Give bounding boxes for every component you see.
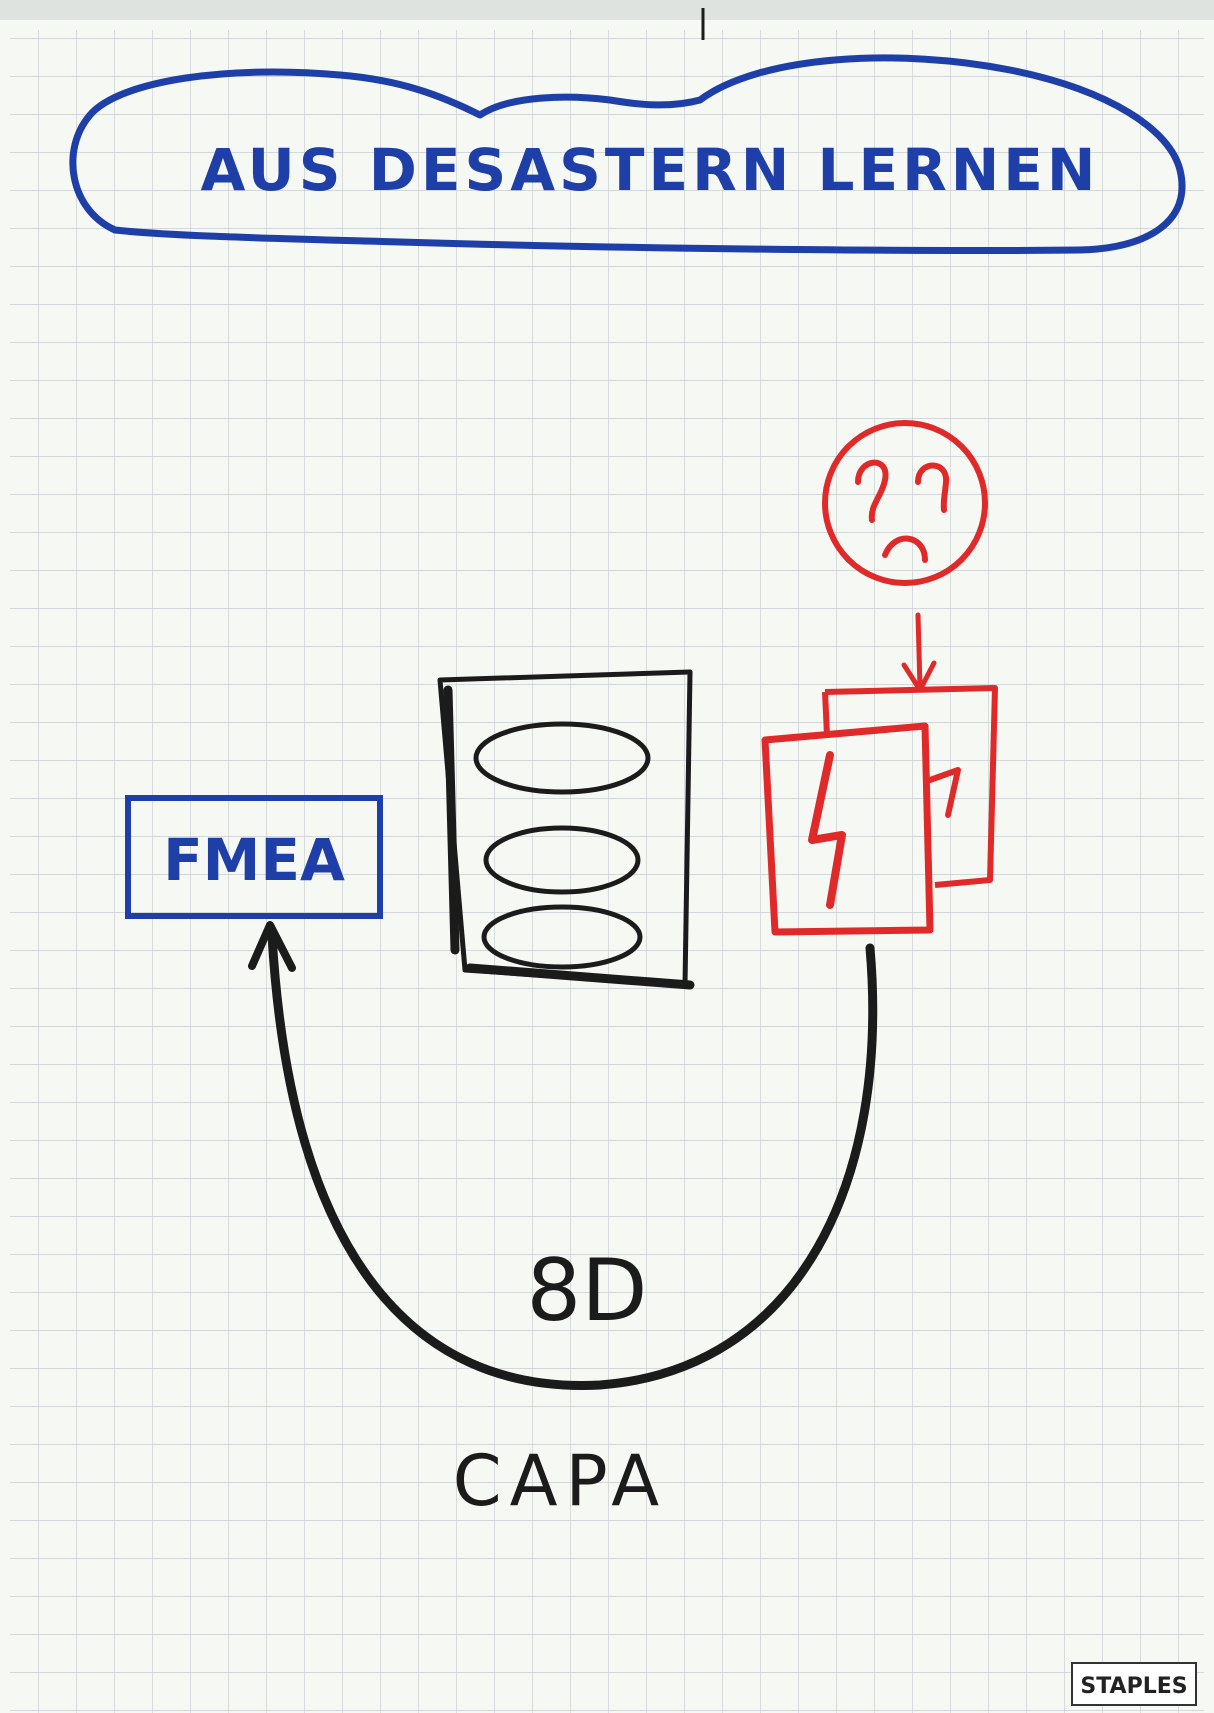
curved-arrow-icon [248,921,878,1390]
grid-lines [10,30,1204,1713]
brand-stamp: STAPLES [1071,1662,1197,1706]
checklist-item-2 [483,825,641,895]
loop-label: 8D [527,1241,648,1341]
checklist-item-3 [481,904,643,970]
checklist-item-1 [473,721,651,795]
lightning-documents-icon [761,685,998,936]
sad-face-icon [822,420,988,586]
cloud-outline-icon [69,54,1186,255]
capa-label: CAPA [453,1440,667,1522]
svg-text:STAPLES: STAPLES [1080,1674,1187,1699]
checklist-document-icon [437,669,695,990]
fmea-box [125,795,383,919]
fmea-label: FMEA [163,826,345,894]
page-title: AUS DESASTERN LERNEN [201,136,1100,204]
